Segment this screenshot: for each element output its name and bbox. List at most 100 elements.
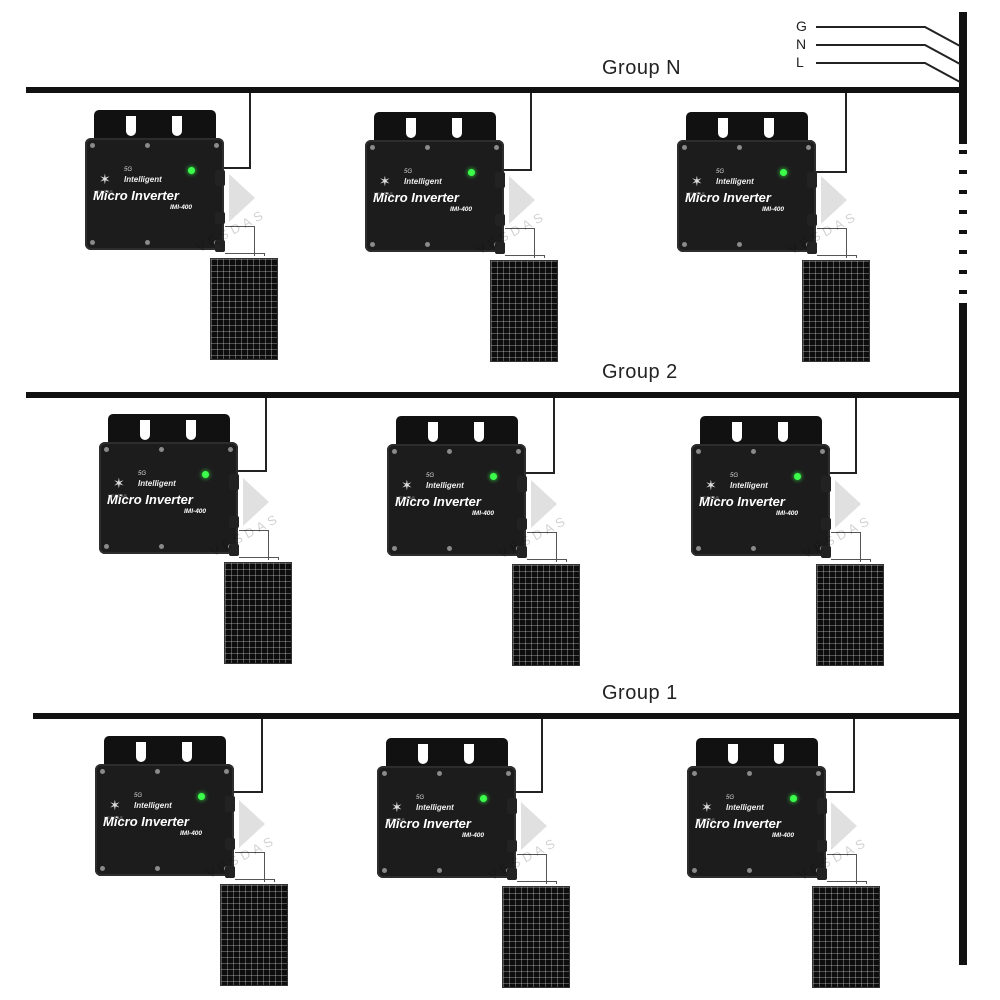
- inverter-title: Micro Inverter: [685, 190, 771, 205]
- bus-break-dash: [959, 250, 967, 254]
- group-bus-1: [33, 713, 961, 719]
- network-tag: 5G: [726, 795, 735, 801]
- ac-connector: [507, 798, 517, 814]
- dc-wire: [527, 532, 557, 533]
- network-tag: 5G: [426, 473, 435, 479]
- solar-panel: [502, 886, 570, 988]
- grid-feed-lines: [816, 26, 961, 83]
- dc-wire: [239, 530, 269, 531]
- series-label: Intelligent: [726, 803, 764, 812]
- dc-wire: [827, 881, 867, 882]
- star-logo-icon: ✶: [379, 173, 391, 189]
- series-label: Intelligent: [138, 479, 176, 488]
- series-label: Intelligent: [134, 801, 172, 810]
- brand-name: VESDAS: [94, 189, 114, 194]
- ac-drop-wire: [845, 93, 847, 173]
- watermark-logo-icon: [229, 174, 255, 222]
- grid-line-label-l: L: [796, 54, 804, 70]
- inverter-title: Micro Inverter: [107, 492, 193, 507]
- group-label-n: Group N: [602, 57, 682, 79]
- dc-connector: [215, 212, 225, 224]
- dc-wire: [870, 559, 871, 562]
- dc-wire: [556, 532, 557, 562]
- watermark-logo-icon: [239, 800, 265, 848]
- network-tag: 5G: [404, 169, 413, 175]
- dc-connector: [821, 518, 831, 530]
- dc-wire: [817, 255, 857, 256]
- bus-break-dash: [959, 150, 967, 154]
- inverter-unit: ✶ VESDAS 5G Intelligent Micro Inverter I…: [377, 738, 586, 998]
- star-logo-icon: ✶: [109, 797, 121, 813]
- solar-panel: [220, 884, 288, 986]
- inverter-body: ✶ VESDAS 5G Intelligent Micro Inverter I…: [677, 140, 817, 254]
- dc-wire: [235, 879, 275, 880]
- dc-wire: [827, 854, 857, 855]
- dc-wire: [860, 532, 861, 562]
- inverter-title: Micro Inverter: [93, 188, 179, 203]
- solar-panel: [490, 260, 558, 362]
- ac-drop-wire: [855, 398, 857, 474]
- series-label: Intelligent: [426, 481, 464, 490]
- brand-name: VESDAS: [396, 495, 416, 500]
- inverter-unit: ✶ VESDAS 5G Intelligent Micro Inverter I…: [677, 112, 886, 372]
- ac-drop-wire: [265, 398, 267, 472]
- inverter-model: IMI-400: [762, 206, 785, 213]
- status-led: [780, 169, 787, 176]
- status-led: [794, 473, 801, 480]
- inverter-model: IMI-400: [776, 510, 799, 517]
- inverter-unit: ✶ VESDAS 5G Intelligent Micro Inverter I…: [387, 416, 596, 676]
- main-vertical-bus-lower: [959, 303, 967, 965]
- ac-drop-wire: [818, 472, 857, 474]
- brand-name: VESDAS: [386, 817, 406, 822]
- brand-name: VESDAS: [108, 493, 128, 498]
- ac-connector: [807, 172, 817, 188]
- inverter-title: Micro Inverter: [103, 814, 189, 829]
- dc-wire: [831, 532, 861, 533]
- ac-connector: [225, 796, 235, 812]
- network-tag: 5G: [416, 795, 425, 801]
- ac-drop-wire: [212, 167, 251, 169]
- inverter-title: Micro Inverter: [395, 494, 481, 509]
- dc-connector: [817, 840, 827, 852]
- dc-connector: [225, 866, 235, 878]
- group-bus-2: [26, 392, 961, 398]
- ac-connector: [495, 172, 505, 188]
- brand-name: VESDAS: [374, 191, 394, 196]
- dc-connector: [517, 546, 527, 558]
- status-led: [202, 471, 209, 478]
- inverter-body: ✶ VESDAS 5G Intelligent Micro Inverter I…: [95, 764, 235, 878]
- bus-break-dash: [959, 170, 967, 174]
- watermark-logo-icon: [821, 176, 847, 224]
- inverter-title: Micro Inverter: [699, 494, 785, 509]
- dc-wire: [235, 852, 265, 853]
- status-led: [480, 795, 487, 802]
- series-label: Intelligent: [404, 177, 442, 186]
- watermark-logo-icon: [835, 480, 861, 528]
- inverter-model: IMI-400: [772, 832, 795, 839]
- dc-wire: [264, 852, 265, 882]
- ac-connector: [821, 476, 831, 492]
- inverter-model: IMI-400: [180, 830, 203, 837]
- ac-drop-wire: [220, 791, 263, 793]
- star-logo-icon: ✶: [701, 799, 713, 815]
- bus-break-dash: [959, 270, 967, 274]
- ac-drop-wire: [803, 171, 847, 173]
- dc-wire: [505, 255, 545, 256]
- brand-name: VESDAS: [686, 191, 706, 196]
- dc-connector: [215, 240, 225, 252]
- group-bus-n: [26, 87, 961, 93]
- solar-panel: [816, 564, 884, 666]
- star-logo-icon: ✶: [401, 477, 413, 493]
- inverter-body: ✶ VESDAS 5G Intelligent Micro Inverter I…: [377, 766, 517, 880]
- watermark-logo-icon: [509, 176, 535, 224]
- bus-break-dash: [959, 210, 967, 214]
- series-label: Intelligent: [716, 177, 754, 186]
- inverter-unit: ✶ VESDAS 5G Intelligent Micro Inverter I…: [365, 112, 574, 372]
- dc-wire: [527, 559, 567, 560]
- watermark-logo-icon: [831, 802, 857, 850]
- ac-connector: [229, 474, 239, 490]
- star-logo-icon: ✶: [705, 477, 717, 493]
- status-led: [468, 169, 475, 176]
- dc-wire: [517, 854, 547, 855]
- dc-connector: [507, 840, 517, 852]
